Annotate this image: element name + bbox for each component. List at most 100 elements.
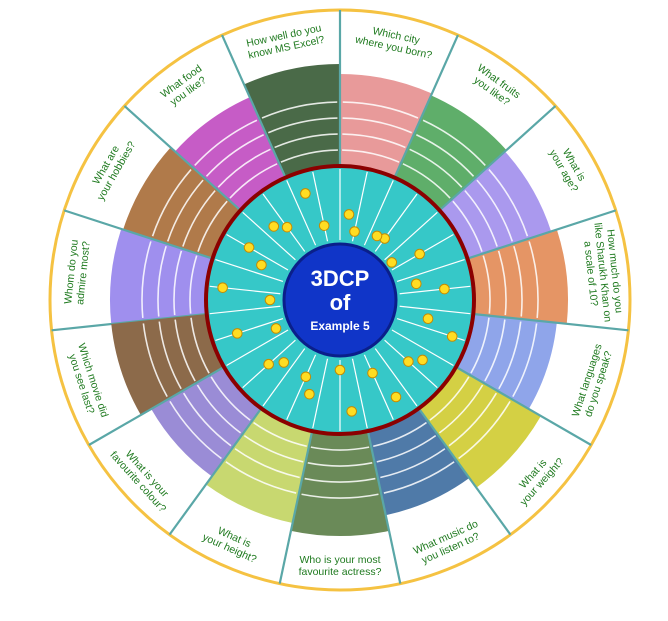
inner-spoke — [399, 285, 471, 295]
sector-divider — [473, 312, 629, 332]
sector-divider — [168, 407, 263, 536]
band-level-arc — [470, 317, 490, 374]
band-level-arc — [229, 163, 278, 199]
answer-dot — [346, 406, 358, 417]
answer-dot — [270, 323, 282, 334]
answer-dot — [367, 367, 378, 379]
band-level-arc — [197, 200, 228, 252]
band-level-arc — [528, 241, 539, 319]
band-level-arc — [512, 323, 538, 397]
inner-spoke — [215, 317, 284, 342]
band-level-arc — [482, 255, 491, 314]
band-level-arc — [267, 117, 338, 134]
band-level-arc — [342, 149, 400, 163]
answer-dot — [304, 388, 315, 400]
band-level-arc — [190, 317, 210, 374]
band-level-arc — [416, 134, 475, 177]
answer-band — [418, 367, 541, 488]
band-level-arc — [304, 477, 376, 483]
answer-dot — [264, 294, 276, 306]
answer-band — [290, 431, 390, 536]
answer-dot — [243, 242, 255, 253]
band-level-arc — [225, 461, 297, 494]
answer-dot — [256, 259, 267, 271]
inner-spoke — [384, 211, 438, 261]
answer-band — [394, 95, 507, 211]
answer-dot — [231, 328, 243, 339]
band-level-arc — [383, 461, 455, 494]
band-level-arc — [429, 376, 470, 421]
band-level-arc — [448, 392, 498, 447]
question-label-line: Who is your most — [299, 554, 380, 566]
sector-divider — [393, 34, 459, 179]
band-level-arc — [217, 148, 271, 188]
band-level-arc — [196, 384, 242, 434]
answer-dot — [414, 248, 425, 260]
inner-spoke — [374, 348, 418, 407]
band-level-arc — [169, 400, 222, 460]
hub-circle — [282, 242, 398, 358]
band-level-arc — [210, 376, 251, 421]
sector-divider — [88, 366, 225, 446]
answer-band — [109, 228, 213, 325]
center-hub: 3DCP of Example 5 — [282, 242, 398, 358]
band-level-arc — [476, 179, 514, 242]
band-level-arc — [342, 117, 413, 134]
band-level-arc — [438, 384, 484, 434]
sector-divider — [417, 407, 512, 536]
answer-dots — [217, 188, 458, 417]
band-level-arc — [342, 101, 419, 119]
inner-spoke — [226, 329, 289, 367]
band-level-arc — [280, 149, 338, 163]
answer-dot — [349, 226, 360, 237]
inner-spoke — [209, 305, 281, 315]
band-level-arc — [158, 321, 182, 390]
band-level-arc — [409, 148, 463, 188]
answer-band — [467, 229, 568, 324]
answer-band — [123, 147, 241, 259]
answer-dot — [300, 371, 312, 383]
answer-band — [456, 314, 557, 409]
band-level-arc — [166, 179, 204, 242]
sector-divider — [63, 209, 213, 260]
answer-dot — [343, 209, 355, 220]
sector-divider — [438, 105, 557, 212]
band-level-arc — [141, 241, 152, 319]
band-level-arc — [243, 434, 304, 463]
inner-spoke — [286, 180, 317, 246]
answer-dot — [410, 278, 422, 290]
sector-divider — [455, 366, 592, 446]
answer-bands — [51, 10, 629, 584]
sector-divider — [278, 430, 314, 584]
inner-spoke — [396, 258, 465, 283]
answer-dot — [268, 221, 280, 232]
band-level-arc — [142, 323, 168, 397]
answer-dot — [263, 358, 274, 370]
answer-dot — [386, 257, 398, 268]
question-label-line: favourite actress? — [299, 566, 382, 578]
inner-spoke — [312, 358, 329, 429]
band-level-arc — [498, 321, 522, 390]
answer-dot — [217, 282, 228, 293]
inner-spoke — [215, 258, 284, 283]
band-level-arc — [253, 421, 307, 448]
band-level-arc — [513, 245, 523, 317]
band-level-arc — [151, 169, 192, 237]
band-level-arc — [402, 163, 451, 199]
band-level-arc — [173, 250, 183, 316]
band-level-arc — [157, 245, 167, 317]
band-level-arc — [380, 448, 446, 479]
inner-spoke — [226, 233, 289, 271]
inner-spoke — [363, 354, 394, 420]
answer-dot — [422, 313, 434, 325]
answer-band — [205, 408, 313, 524]
answer-dot — [371, 230, 383, 242]
band-level-arc — [182, 190, 216, 247]
band-level-arc — [301, 493, 379, 499]
inner-spoke — [262, 193, 306, 252]
answer-dot — [300, 188, 311, 199]
inner-spoke — [391, 329, 454, 367]
